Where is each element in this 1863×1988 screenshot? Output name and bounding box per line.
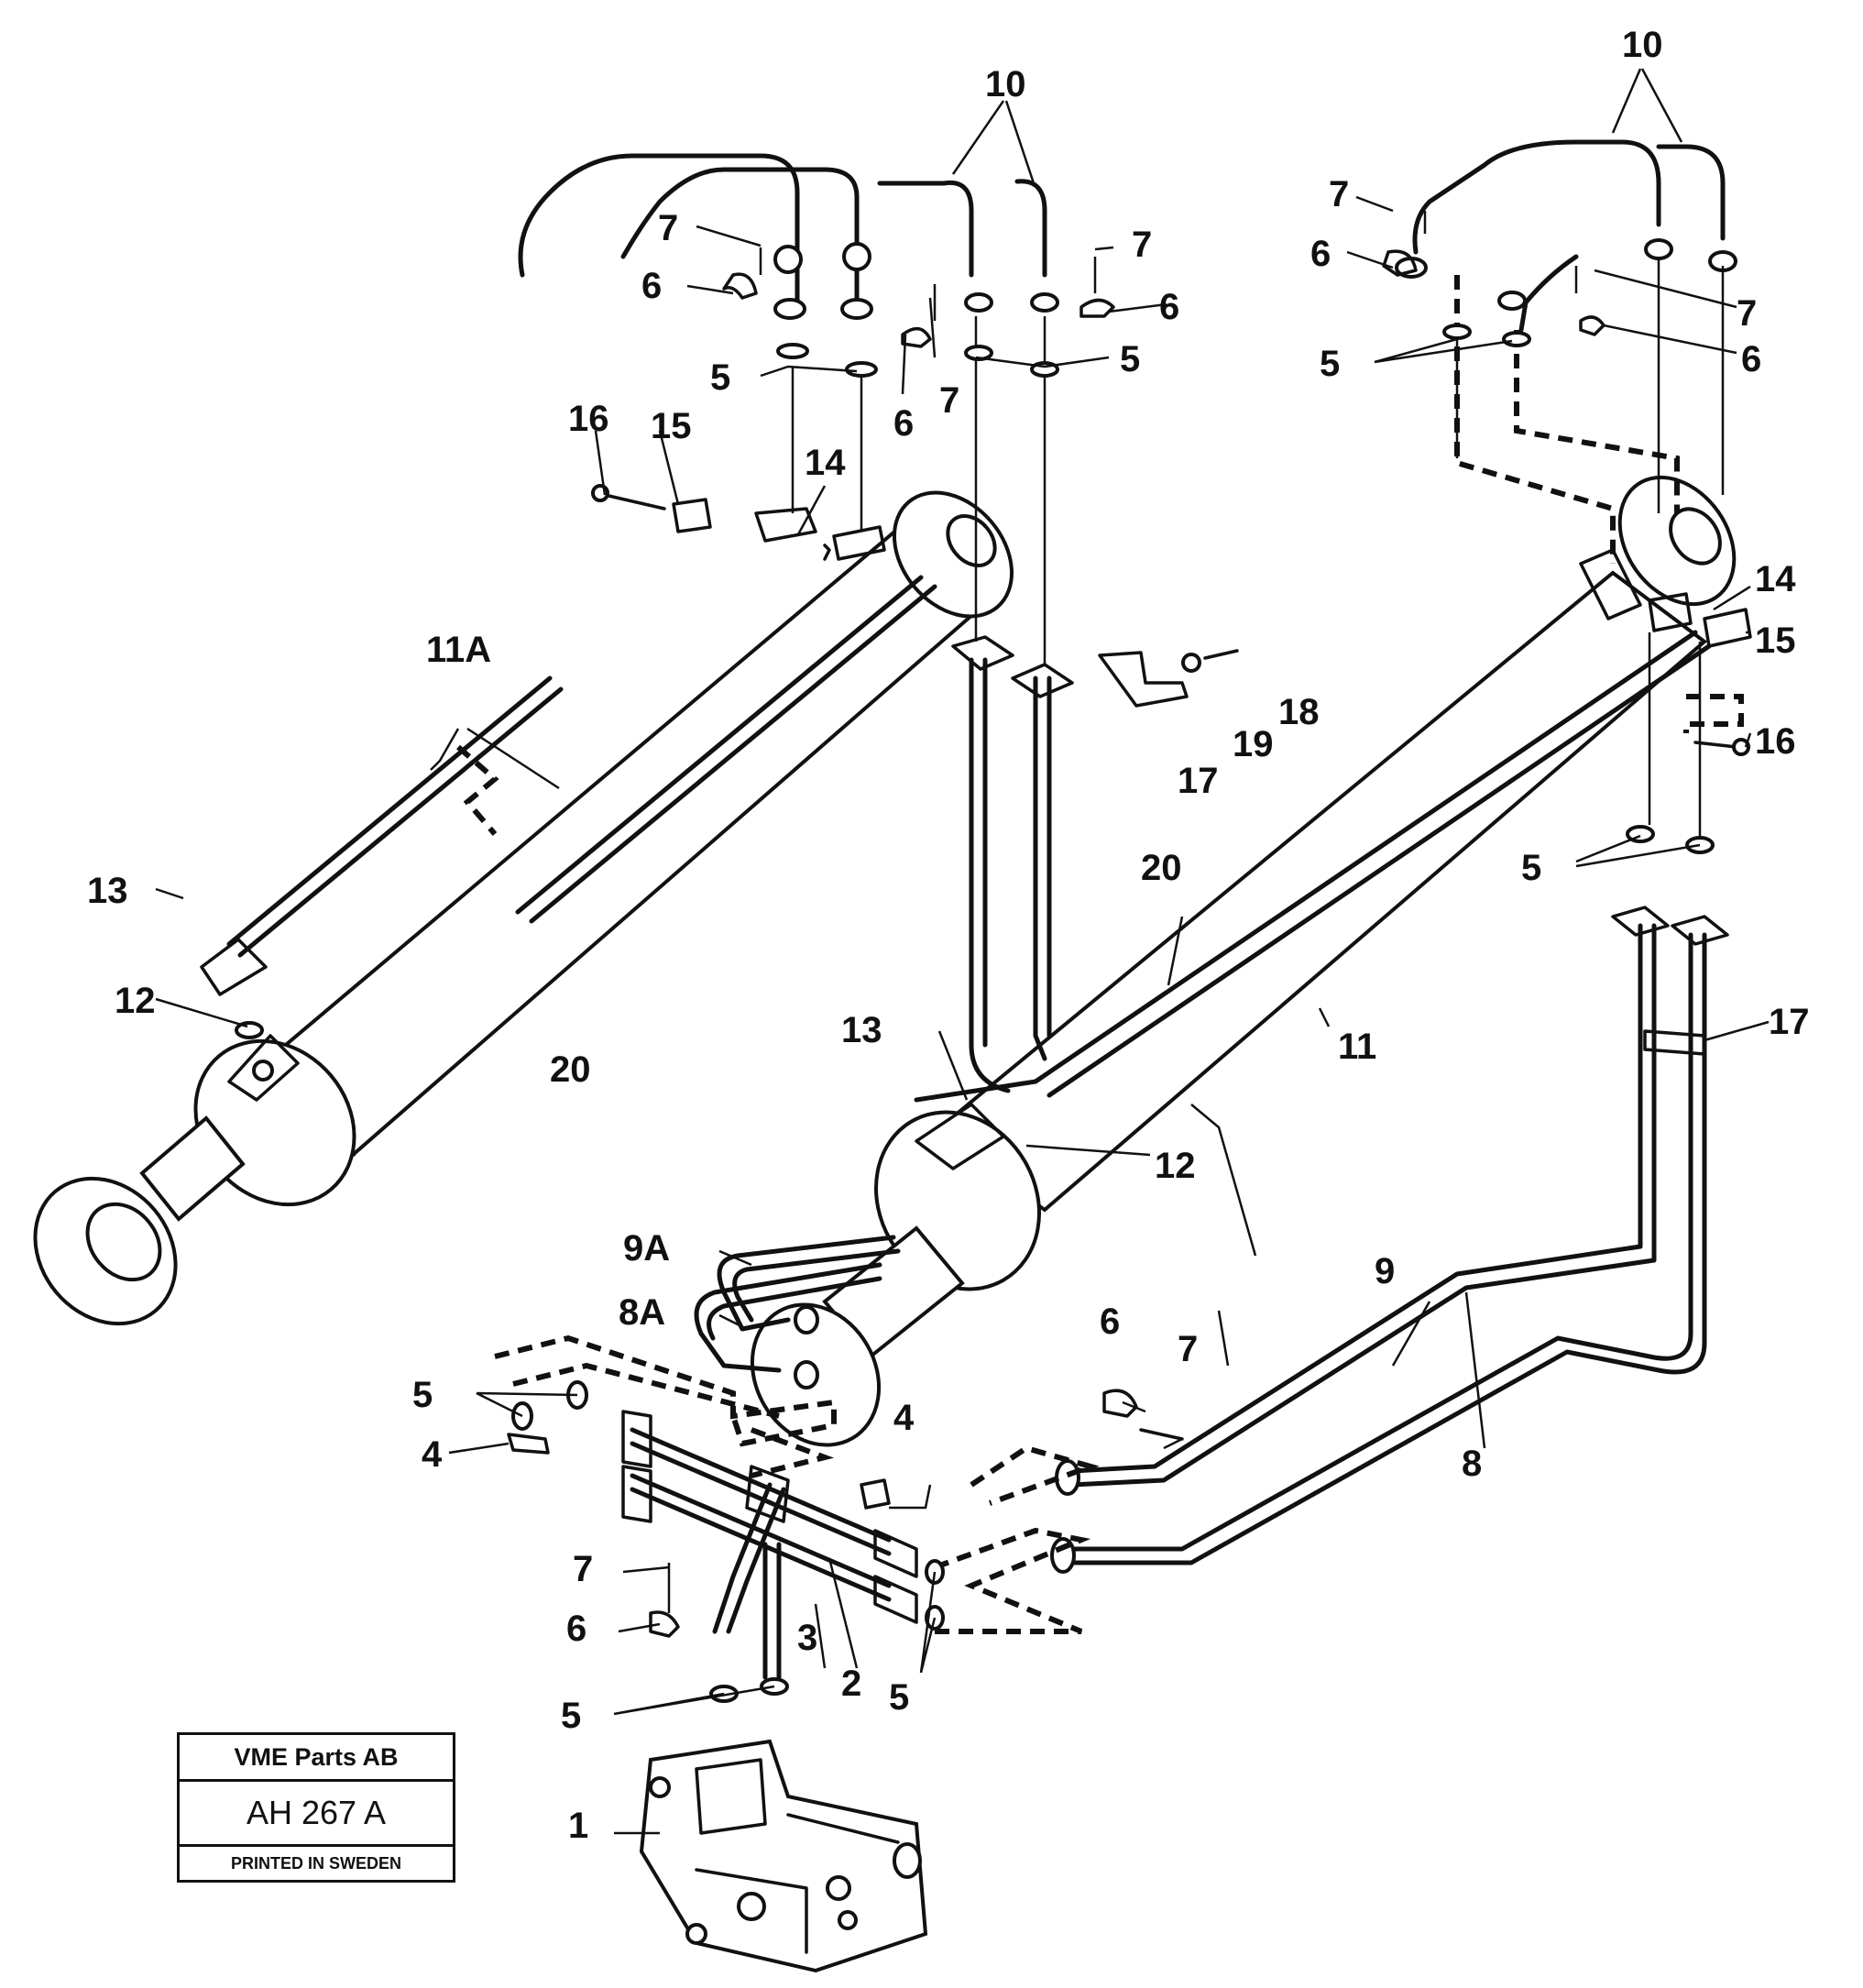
callout-5: 5 — [889, 1677, 909, 1718]
callout-6: 6 — [566, 1609, 586, 1649]
hardware-parts — [507, 211, 1752, 1638]
vertical-pipes — [951, 316, 1074, 1093]
leader-lines — [155, 68, 1770, 1835]
callout-5: 5 — [1521, 848, 1541, 888]
callout-18: 18 — [1278, 692, 1320, 732]
callout-17: 17 — [1769, 1002, 1810, 1042]
pipes-8A-9A — [494, 1235, 901, 1478]
callout-14: 14 — [1755, 559, 1796, 599]
drawing-number: AH 267 A — [180, 1782, 453, 1847]
right-pipes — [914, 139, 1726, 1103]
callout-10: 10 — [1622, 25, 1663, 65]
callout-13: 13 — [841, 1010, 882, 1050]
callout-5: 5 — [1120, 339, 1140, 379]
callout-4: 4 — [422, 1434, 443, 1475]
right-lift-cylinder — [750, 475, 1737, 1447]
callout-1: 1 — [568, 1806, 588, 1846]
callout-5: 5 — [710, 357, 730, 398]
callout-19: 19 — [1233, 724, 1274, 764]
callout-6: 6 — [893, 403, 914, 444]
left-pipes — [200, 153, 1047, 1039]
callout-15: 15 — [1755, 621, 1796, 661]
callout-15: 15 — [651, 406, 692, 446]
callout-16: 16 — [1755, 721, 1796, 762]
callout-2: 2 — [841, 1664, 861, 1704]
callout-4: 4 — [893, 1398, 915, 1438]
callout-12: 12 — [1155, 1146, 1196, 1186]
callout-11: 11 — [1338, 1027, 1376, 1067]
callout-5: 5 — [1320, 344, 1340, 384]
callout-7: 7 — [939, 380, 959, 421]
callout-3: 3 — [797, 1618, 817, 1658]
company-name: VME Parts AB — [180, 1735, 453, 1782]
callout-6: 6 — [1310, 234, 1331, 274]
callout-20: 20 — [550, 1049, 591, 1090]
callout-5: 5 — [561, 1696, 581, 1736]
callout-7: 7 — [1178, 1329, 1198, 1369]
control-valve — [639, 1739, 928, 1973]
callout-9A: 9A — [623, 1228, 670, 1269]
callout-6: 6 — [1741, 339, 1761, 379]
callout-6: 6 — [1100, 1302, 1120, 1342]
manifold-pipes — [511, 1380, 1100, 1703]
callout-7: 7 — [658, 208, 678, 248]
callout-labels: 1 2 3 4 4 5 5 5 5 5 5 5 6 6 6 6 6 6 6 7 … — [87, 25, 1810, 1846]
callout-6: 6 — [1159, 287, 1179, 327]
callout-8A: 8A — [619, 1292, 665, 1333]
callout-20: 20 — [1141, 848, 1182, 888]
callout-7: 7 — [1737, 293, 1757, 334]
callout-9: 9 — [1375, 1251, 1395, 1291]
callout-11A: 11A — [426, 630, 491, 670]
callout-16: 16 — [568, 399, 609, 439]
callout-8: 8 — [1462, 1444, 1482, 1484]
callout-7: 7 — [573, 1549, 593, 1589]
callout-14: 14 — [805, 443, 846, 483]
title-block: VME Parts AB AH 267 A PRINTED IN SWEDEN — [177, 1732, 455, 1883]
callout-13: 13 — [87, 871, 128, 911]
callout-5: 5 — [412, 1375, 433, 1415]
callout-17: 17 — [1178, 761, 1219, 801]
callout-6: 6 — [641, 266, 662, 306]
printed-in: PRINTED IN SWEDEN — [230, 1854, 401, 1873]
long-pipes-8-9 — [1050, 632, 1744, 1574]
callout-7: 7 — [1132, 225, 1152, 265]
callout-10: 10 — [985, 64, 1026, 104]
callout-7: 7 — [1329, 174, 1349, 214]
callout-12: 12 — [115, 981, 156, 1021]
